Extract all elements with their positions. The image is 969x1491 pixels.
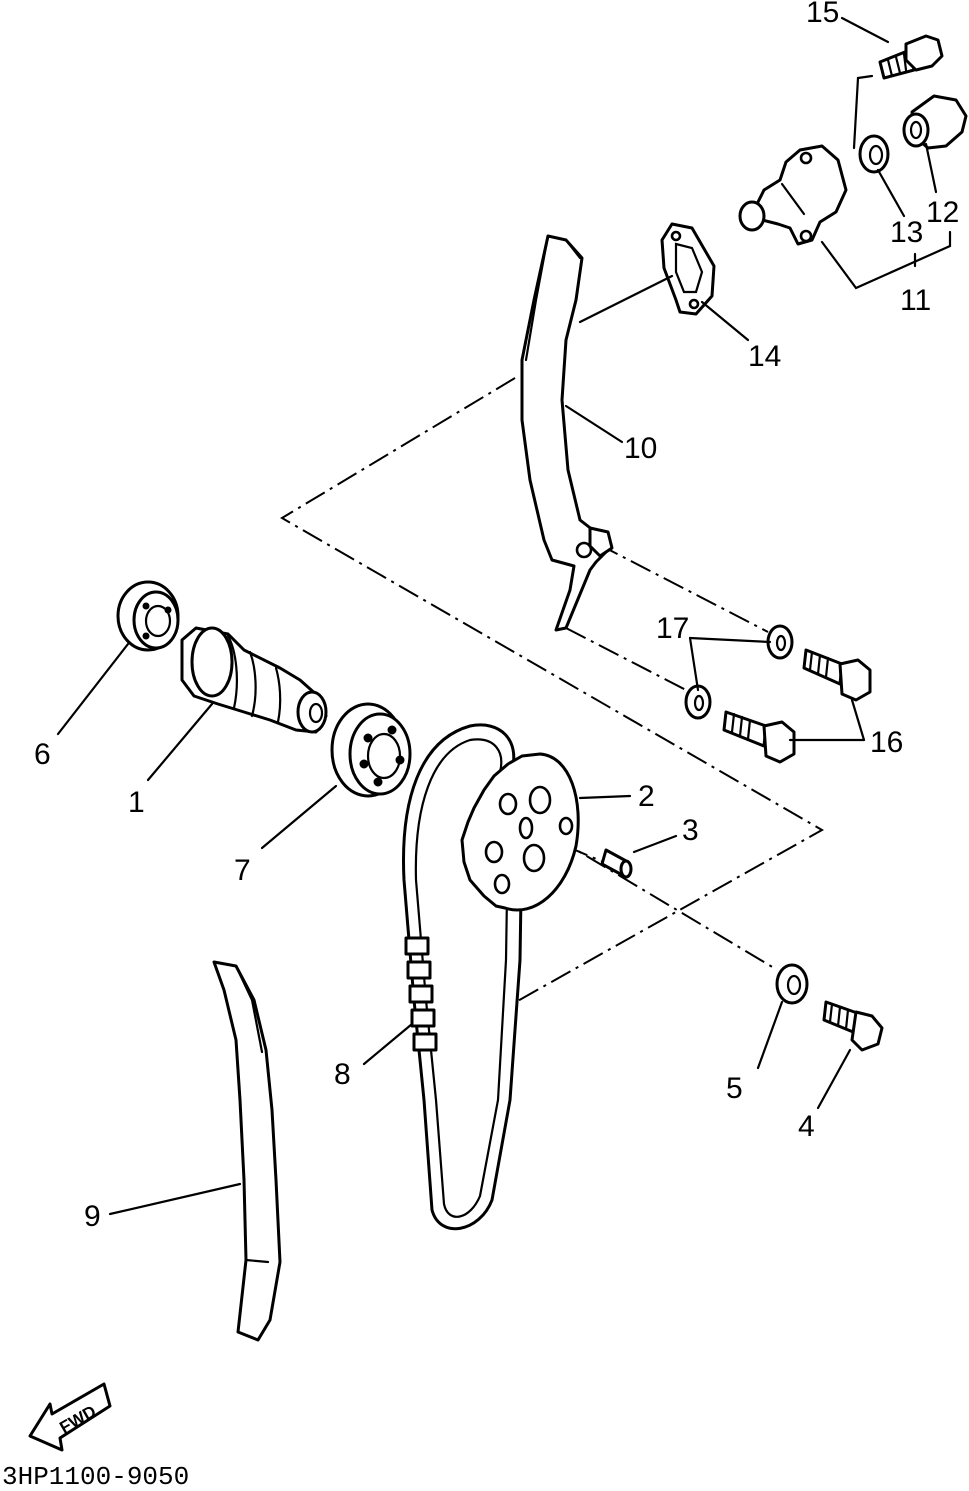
callout-12: 12 <box>926 196 959 229</box>
tensioner-cap-bolt <box>902 94 968 150</box>
diagram-code: 3HP1100-9050 <box>2 1462 189 1491</box>
tensioner-gasket <box>660 222 716 316</box>
cam-sprocket <box>460 752 580 912</box>
callout-11: 11 <box>900 284 931 317</box>
callout-1: 1 <box>128 786 145 819</box>
chain-guide-upper <box>520 234 614 632</box>
tensioner-bolt <box>878 34 944 80</box>
forward-arrow-icon: FWD <box>28 1382 112 1452</box>
callout-7: 7 <box>234 854 251 887</box>
callout-6: 6 <box>34 738 51 771</box>
callout-labels: 15 12 13 11 14 10 17 16 6 1 2 3 7 8 5 4 … <box>34 0 959 1233</box>
sprocket-washer <box>775 963 809 1005</box>
callout-17: 17 <box>656 612 689 645</box>
sprocket-bolt <box>822 1000 884 1052</box>
callout-2: 2 <box>638 780 655 813</box>
leader-lines <box>56 16 952 1216</box>
camshaft <box>180 626 328 734</box>
bearing-right <box>330 702 412 798</box>
callout-15: 15 <box>806 0 839 29</box>
guide-bolt-lower <box>722 710 796 764</box>
callout-4: 4 <box>798 1110 815 1143</box>
callout-5: 5 <box>726 1072 743 1105</box>
callout-10: 10 <box>624 432 657 465</box>
guide-bolt-upper <box>802 648 872 702</box>
tensioner-washer <box>858 134 890 174</box>
guide-washer-upper <box>766 624 794 660</box>
tensioner-assembly <box>738 144 848 246</box>
chain-guide-lower <box>212 960 282 1342</box>
callout-8: 8 <box>334 1058 351 1091</box>
callout-3: 3 <box>682 814 699 847</box>
callout-14: 14 <box>748 340 781 373</box>
bearing-left <box>116 580 180 652</box>
callout-16: 16 <box>870 726 903 759</box>
dowel-pin <box>600 848 633 879</box>
callout-9: 9 <box>84 1200 101 1233</box>
callout-13: 13 <box>890 216 923 249</box>
